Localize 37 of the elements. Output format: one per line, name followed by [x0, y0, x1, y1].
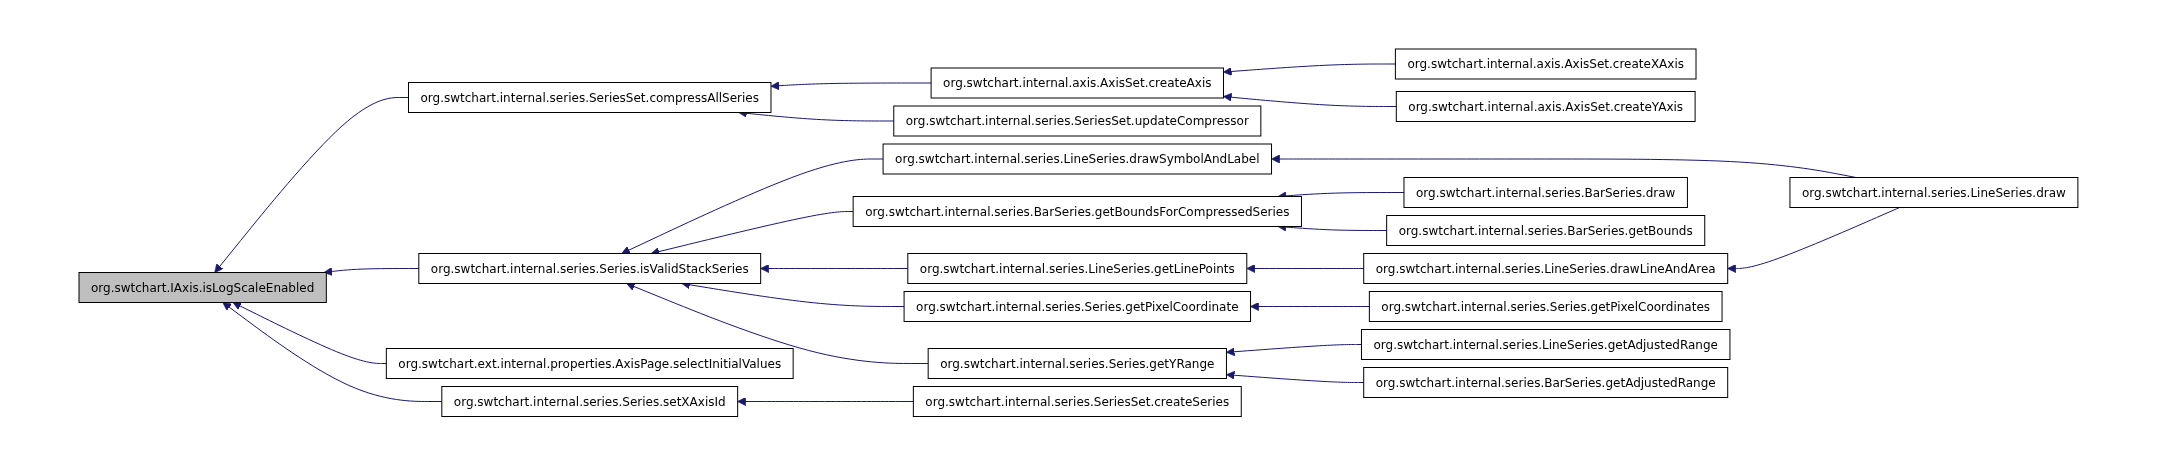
- arrow: [737, 396, 914, 406]
- node-box: org.swtchart.internal.axis.AxisSet.createXAxis: [1394, 48, 1697, 80]
- arrow: [760, 263, 909, 273]
- node-box: org.swtchart.internal.series.SeriesSet.updateCompressor: [893, 105, 1262, 137]
- arrow: [323, 266, 420, 276]
- node-box: org.swtchart.internal.axis.AxisSet.createYAxis: [1395, 90, 1696, 122]
- node-box: org.swtchart.internal.series.SeriesSet.createSeries: [912, 385, 1242, 417]
- arrow: [1223, 92, 1397, 107]
- arrow: [621, 158, 884, 254]
- node-box: org.swtchart.internal.series.BarSeries.getBoundsForCompressedSeries: [852, 195, 1303, 227]
- node-box: org.swtchart.internal.series.Series.getYRange: [927, 347, 1227, 379]
- node-box: org.swtchart.internal.series.SeriesSet.compressAllSeries: [408, 81, 772, 113]
- node-box: org.swtchart.internal.series.BarSeries.getAdjustedRange: [1363, 366, 1729, 398]
- node-box: org.swtchart.internal.series.LineSeries.drawSymbolAndLabel: [882, 143, 1273, 175]
- node-box: org.swtchart.internal.series.LineSeries.getAdjustedRange: [1361, 328, 1731, 360]
- arrow: [626, 282, 929, 364]
- node-box: org.swtchart.internal.series.Series.isValidStackSeries: [418, 252, 762, 284]
- node-box: org.swtchart.internal.series.BarSeries.draw: [1403, 176, 1688, 208]
- arrow: [214, 96, 410, 273]
- node-box: org.swtchart.internal.series.Series.setXAxisId: [441, 385, 739, 417]
- arrow: [1223, 63, 1396, 76]
- node-box: org.swtchart.internal.series.LineSeries.drawLineAndArea: [1363, 252, 1729, 284]
- node-box: org.swtchart.internal.series.Series.getPixelCoordinate: [903, 290, 1252, 322]
- node-box: org.swtchart.internal.series.Series.getPixelCoordinates: [1368, 290, 1723, 322]
- node-box: org.swtchart.internal.series.BarSeries.getBounds: [1386, 214, 1706, 246]
- arrow: [1246, 263, 1365, 273]
- node-box: org.swtchart.internal.series.LineSeries.getLinePoints: [907, 252, 1248, 284]
- arrow: [770, 81, 932, 90]
- node-box: org.swtchart.IAxis.isLogScaleEnabled: [78, 271, 327, 303]
- arrow: [1226, 370, 1365, 383]
- arrow: [232, 301, 387, 364]
- node-box: org.swtchart.ext.internal.properties.AxisPage.selectInitialValues: [385, 347, 794, 379]
- arrow: [222, 301, 443, 402]
- node-box: org.swtchart.internal.axis.AxisSet.createAxis: [930, 67, 1225, 99]
- arrow: [1226, 343, 1363, 356]
- node-box: org.swtchart.internal.series.LineSeries.draw: [1789, 176, 2079, 208]
- arrow: [1250, 301, 1370, 311]
